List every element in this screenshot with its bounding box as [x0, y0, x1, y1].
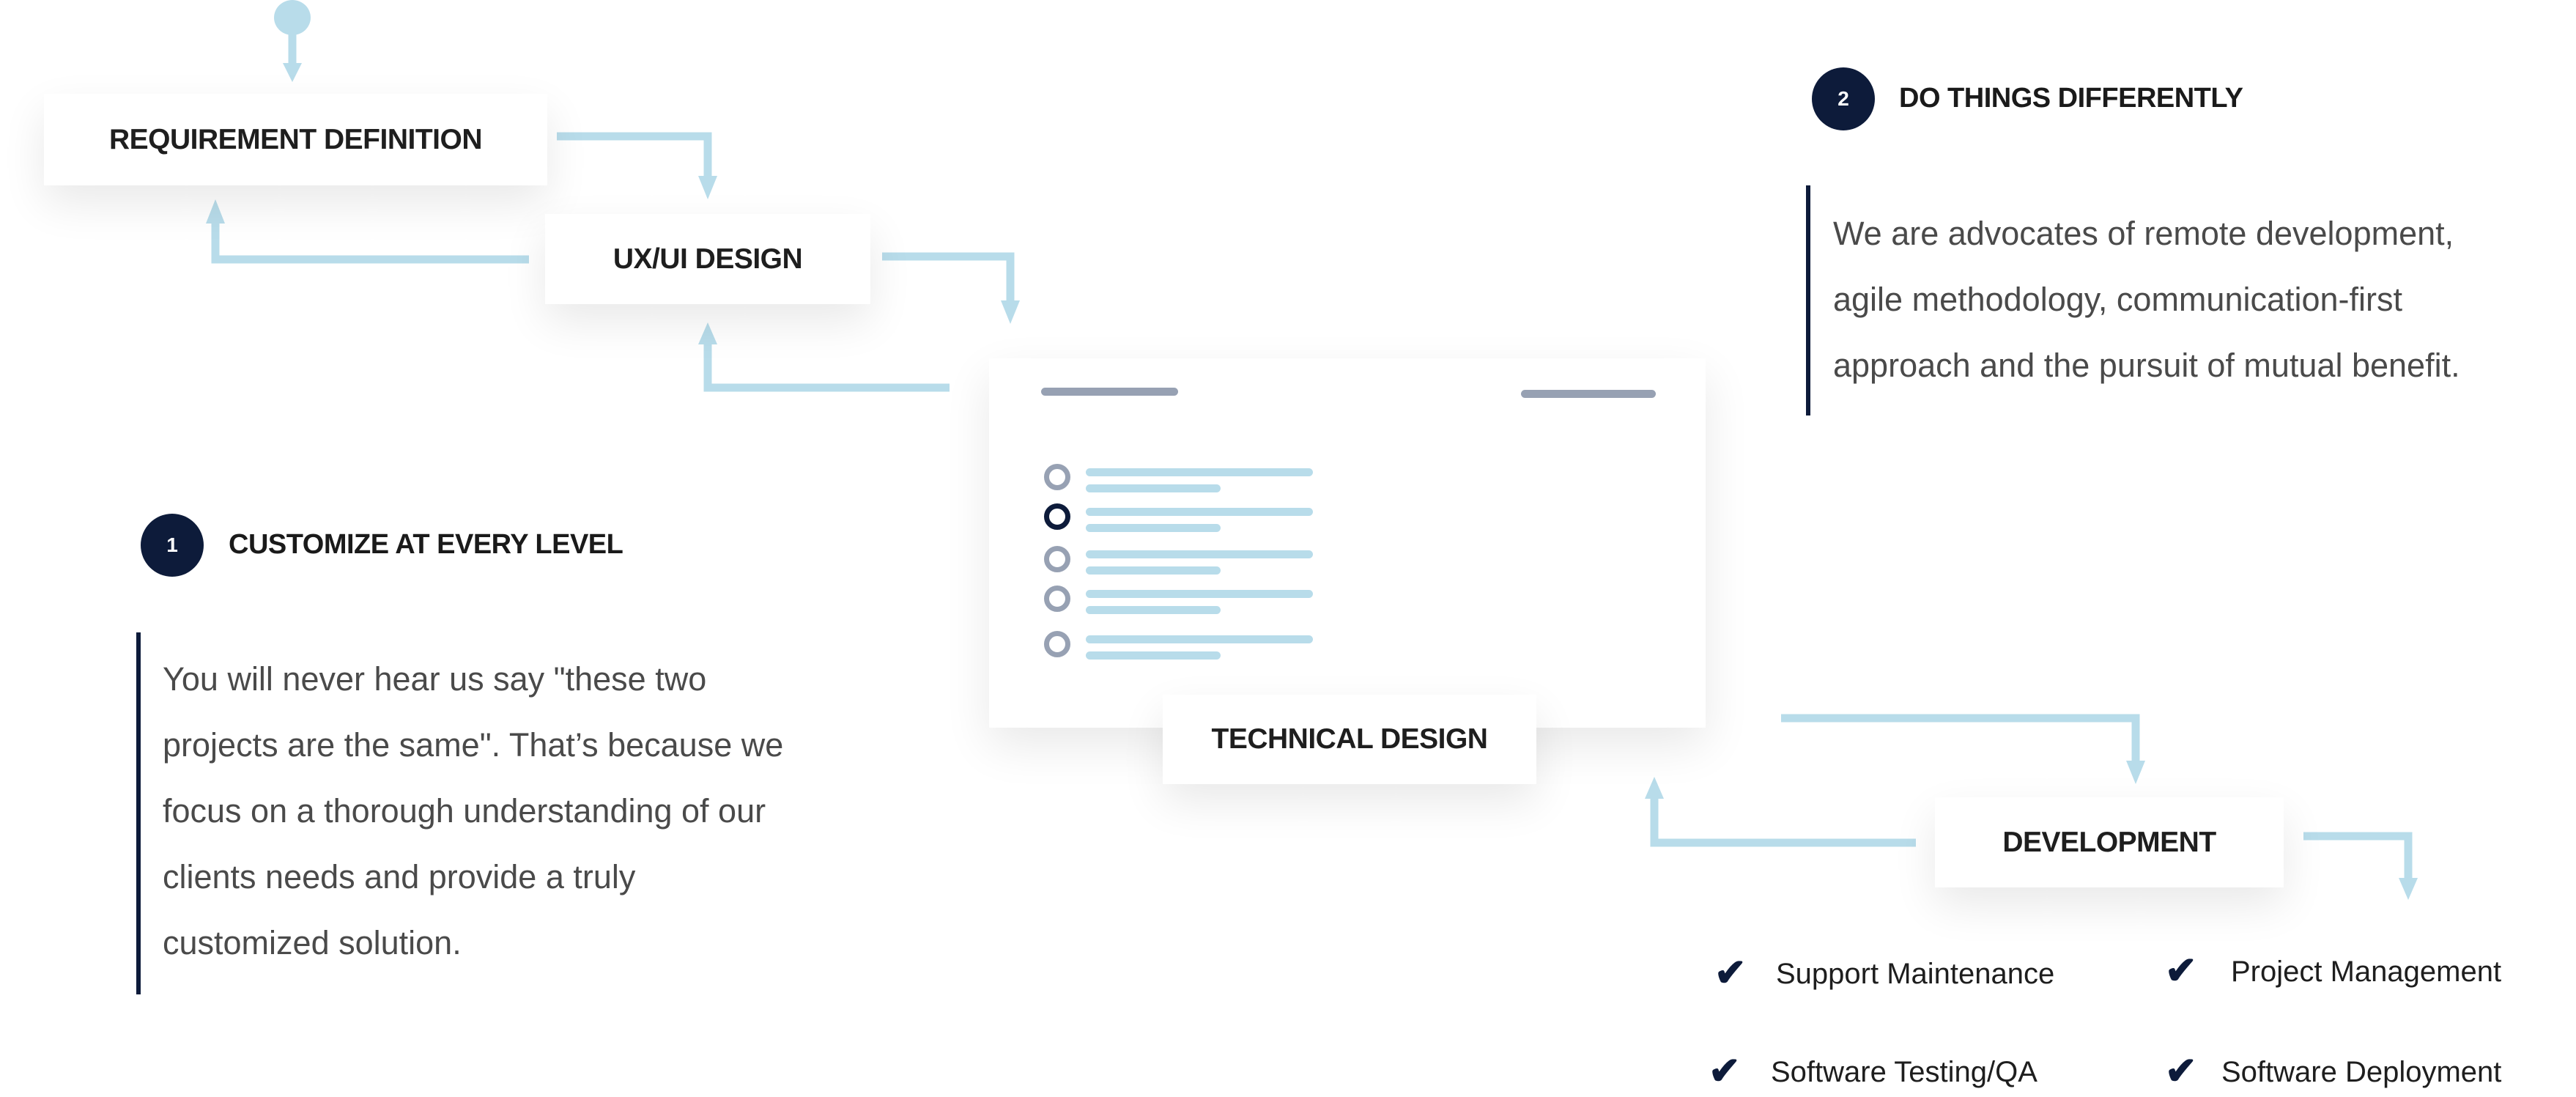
number-badge: 1	[141, 514, 204, 577]
arrowhead-icon	[1001, 300, 1020, 324]
mockup-line	[1086, 635, 1313, 643]
arrow-dev-out	[2303, 832, 2413, 883]
mockup-line	[1086, 651, 1221, 660]
step-development: DEVELOPMENT	[1935, 797, 2284, 887]
checklist-item: Software Deployment	[2221, 1056, 2502, 1088]
section-title: CUSTOMIZE AT EVERY LEVEL	[229, 529, 623, 560]
section-paragraph: You will never hear us say "these two pr…	[163, 646, 783, 976]
arrowhead-icon	[2399, 878, 2418, 900]
mockup-line	[1086, 590, 1313, 598]
arrow-ux-to-req	[211, 216, 529, 264]
paragraph-line: clients needs and provide a truly	[163, 858, 636, 895]
checklist-item: Software Testing/QA	[1771, 1056, 2038, 1088]
arrowhead-icon	[2126, 761, 2145, 784]
step-label: DEVELOPMENT	[2002, 826, 2216, 858]
step-requirement-definition: REQUIREMENT DEFINITION	[44, 94, 547, 185]
arrowhead-icon	[283, 63, 302, 82]
arrow-tech-to-dev	[1781, 714, 2140, 766]
arrowhead-icon	[698, 176, 717, 199]
check-icon: ✔	[2165, 950, 2197, 992]
paragraph-line: You will never hear us say "these two	[163, 660, 707, 698]
radio-selected-icon	[1044, 503, 1070, 530]
quote-border	[136, 632, 141, 994]
radio-icon	[1044, 631, 1070, 657]
check-icon: ✔	[1709, 1050, 1741, 1093]
radio-icon	[1044, 464, 1070, 490]
technical-design-mockup	[989, 358, 1706, 728]
arrowhead-icon	[1645, 777, 1664, 799]
paragraph-line: customized solution.	[163, 924, 462, 961]
arrow-req-to-ux	[557, 132, 712, 183]
mockup-line	[1086, 550, 1313, 558]
step-uxui-design: UX/UI DESIGN	[545, 214, 870, 304]
paragraph-line: projects are the same". That’s because w…	[163, 726, 784, 764]
paragraph-line: We are advocates of remote development,	[1833, 215, 2454, 252]
step-technical-design: TECHNICAL DESIGN	[1163, 695, 1536, 784]
arrow-ux-to-tech	[882, 252, 1015, 306]
step-label: TECHNICAL DESIGN	[1211, 723, 1488, 755]
checklist-item: Project Management	[2231, 956, 2502, 988]
radio-icon	[1044, 546, 1070, 572]
step-label: REQUIREMENT DEFINITION	[108, 123, 483, 155]
arrowhead-icon	[206, 199, 225, 224]
arrow-tech-to-ux	[703, 339, 950, 392]
mockup-line	[1086, 566, 1221, 575]
quote-border	[1806, 185, 1810, 415]
mockup-line	[1086, 468, 1313, 476]
radio-icon	[1044, 586, 1070, 612]
section-title: DO THINGS DIFFERENTLY	[1899, 83, 2243, 114]
checklist-item: Support Maintenance	[1776, 958, 2055, 990]
section-paragraph: We are advocates of remote development, …	[1833, 201, 2460, 399]
arrowhead-icon	[698, 322, 717, 344]
paragraph-line: focus on a thorough understanding of our	[163, 792, 766, 830]
mockup-header-bar	[1041, 388, 1178, 396]
check-icon: ✔	[2165, 1050, 2197, 1093]
check-icon: ✔	[1714, 952, 1747, 994]
mockup-line	[1086, 524, 1221, 532]
mockup-line	[1086, 508, 1313, 516]
mockup-line	[1086, 484, 1221, 492]
paragraph-line: agile methodology, communication-first	[1833, 281, 2403, 318]
mockup-header-bar	[1521, 390, 1656, 398]
number-badge: 2	[1812, 67, 1875, 130]
start-node-icon	[274, 0, 311, 35]
step-label: UX/UI DESIGN	[612, 243, 803, 275]
mockup-line	[1086, 606, 1221, 614]
arrow-dev-to-tech	[1650, 793, 1916, 847]
paragraph-line: approach and the pursuit of mutual benef…	[1833, 347, 2460, 384]
